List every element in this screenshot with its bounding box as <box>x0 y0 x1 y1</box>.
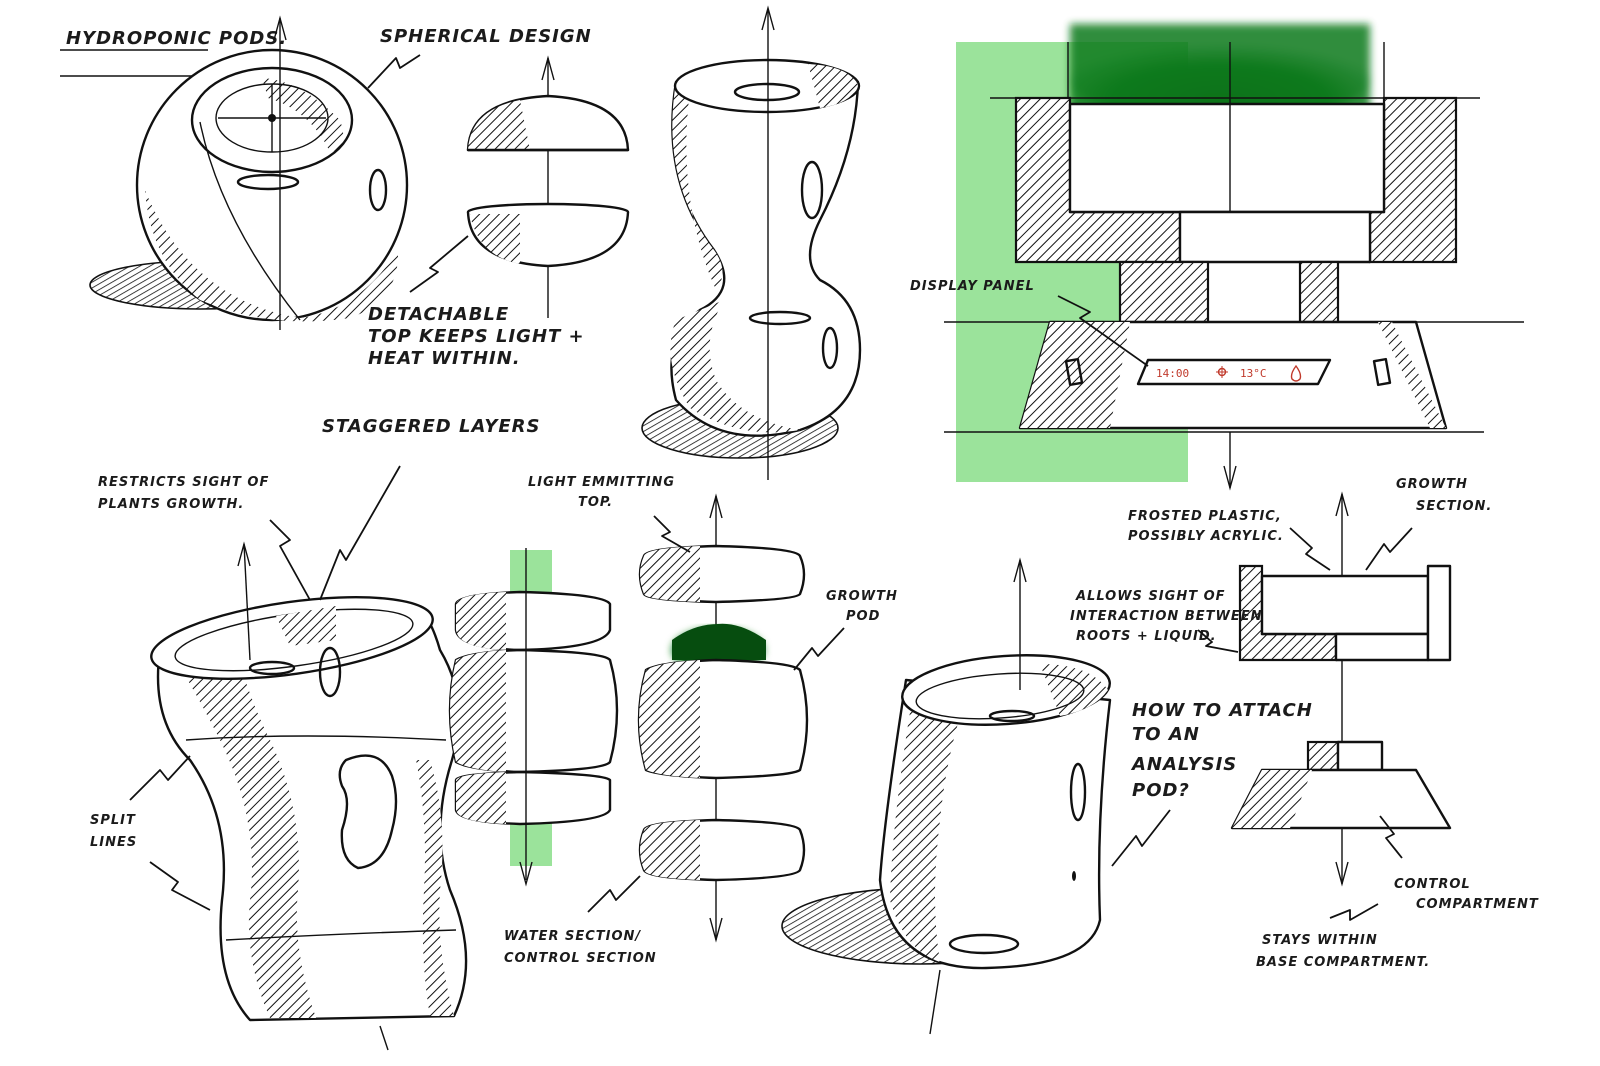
section-view-drawing: 14:00 13°C <box>944 24 1524 488</box>
sphere-lid-vent <box>268 114 276 122</box>
water-section-line-2: CONTROL SECTION <box>504 951 657 966</box>
detachable-line-2: TOP KEEPS LIGHT + <box>368 326 585 347</box>
spherical-design-text: SPHERICAL DESIGN <box>380 26 592 47</box>
growth-section-line-2: SECTION. <box>1416 499 1492 514</box>
label-water-section: WATER SECTION/ CONTROL SECTION <box>504 876 657 966</box>
split-lines-line-1: SPLIT <box>90 813 136 828</box>
stacked-layers-middle <box>639 496 807 940</box>
cup-pod-drawing <box>782 560 1112 1034</box>
detachable-line-3: HEAT WITHIN. <box>368 348 521 369</box>
label-spherical-design: SPHERICAL DESIGN <box>368 26 592 88</box>
allows-sight-line-3: ROOTS + LIQUID. <box>1076 629 1217 644</box>
split-lines-line-2: LINES <box>90 835 137 850</box>
section-growth-cavity <box>1070 104 1384 212</box>
sphere-pod-drawing <box>90 18 407 330</box>
label-growth-section: GROWTH SECTION. <box>1366 477 1492 570</box>
stays-within-line-2: BASE COMPARTMENT. <box>1256 955 1430 970</box>
display-panel-text: DISPLAY PANEL <box>910 279 1035 294</box>
curvy-vessel-drawing <box>146 544 466 1050</box>
frosted-line-2: POSSIBLY ACRYLIC. <box>1128 529 1284 544</box>
stays-within-line-1: STAYS WITHIN <box>1262 933 1378 948</box>
control-line-1: CONTROL <box>1394 877 1471 892</box>
stacked-layers-left <box>450 548 617 884</box>
display-time: 14:00 <box>1156 367 1189 380</box>
control-cap-left <box>1308 742 1338 770</box>
display-temperature: 13°C <box>1240 367 1267 380</box>
label-control-compartment: CONTROL COMPARTMENT <box>1380 816 1539 912</box>
how-to-attach-line-2: TO AN <box>1132 724 1200 745</box>
label-light-emitting: LIGHT EMMITTING TOP. <box>528 475 690 552</box>
restricts-line-1: RESTRICTS SIGHT OF <box>98 475 269 490</box>
growth-pod-line-2: POD <box>846 609 880 624</box>
label-stays-within: STAYS WITHIN BASE COMPARTMENT. <box>1256 904 1430 970</box>
how-to-attach-line-4: POD? <box>1132 780 1190 801</box>
light-emitting-line-1: LIGHT EMMITTING <box>528 475 675 490</box>
how-to-attach-line-1: HOW TO ATTACH <box>1132 700 1313 721</box>
label-allows-sight: ALLOWS SIGHT OF INTERACTION BETWEEN ROOT… <box>1070 589 1262 652</box>
allows-sight-line-2: INTERACTION BETWEEN <box>1070 609 1262 624</box>
label-restricts-sight: RESTRICTS SIGHT OF PLANTS GROWTH. <box>98 466 400 600</box>
section-column-left <box>1120 262 1208 322</box>
water-section-line-1: WATER SECTION/ <box>504 929 641 944</box>
growth-section-line-1: GROWTH <box>1396 477 1468 492</box>
exploded-container-drawing <box>1232 494 1450 884</box>
label-frosted-plastic: FROSTED PLASTIC, POSSIBLY ACRYLIC. <box>1128 509 1330 570</box>
label-growth-pod: GROWTH POD <box>794 589 898 670</box>
title-line-1: HYDROPONIC PODS. <box>66 28 287 49</box>
container-growth-section <box>1262 576 1428 634</box>
frosted-line-1: FROSTED PLASTIC, <box>1128 509 1282 524</box>
allows-sight-line-1: ALLOWS SIGHT OF <box>1075 589 1226 604</box>
section-column-right <box>1300 262 1338 322</box>
control-line-2: COMPARTMENT <box>1416 897 1539 912</box>
growth-pod-line-1: GROWTH <box>826 589 898 604</box>
detachable-line-1: DETACHABLE <box>368 304 509 325</box>
restricts-line-2: PLANTS GROWTH. <box>98 497 244 512</box>
tall-vase-drawing <box>642 8 860 480</box>
section-water-cavity <box>1180 212 1370 262</box>
staggered-layers-text: STAGGERED LAYERS <box>322 416 540 437</box>
label-split-lines: SPLIT LINES <box>90 756 210 910</box>
how-to-attach-line-3: ANALYSIS <box>1130 754 1237 775</box>
sphere-exploded-drawing <box>468 58 628 318</box>
light-emitting-line-2: TOP. <box>578 495 613 510</box>
